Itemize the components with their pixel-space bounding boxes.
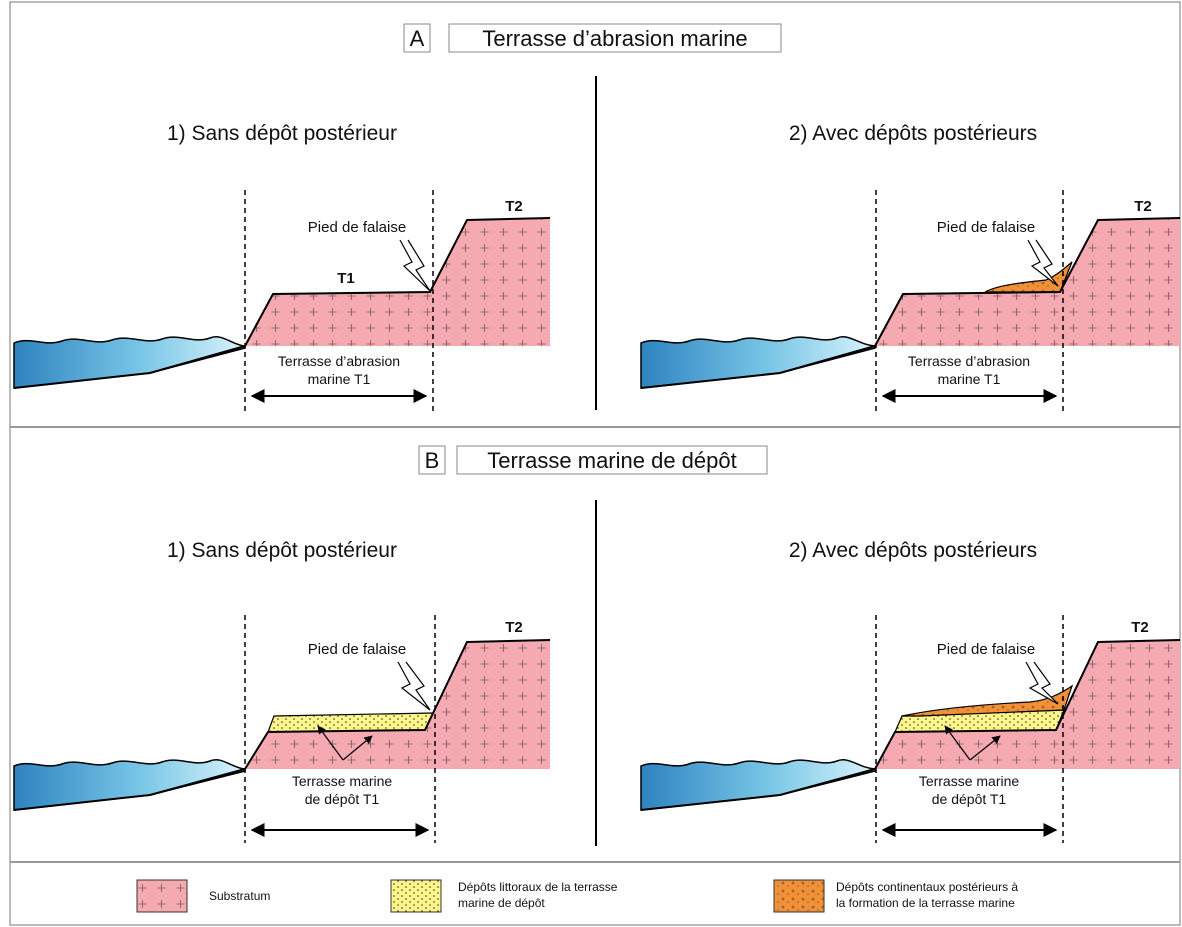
t2-label: T2 (505, 198, 523, 215)
t2-label: T2 (505, 619, 523, 636)
panel-b-right-subtitle: 2) Avec dépôts postérieurs (789, 539, 1037, 562)
legend-label-continental-line2: la formation de la terrasse marine (836, 896, 1015, 910)
outer-frame (9, 1, 1181, 926)
legend-label-substratum: Substratum (209, 889, 270, 903)
section-b-header: B Terrasse marine de dépôt (418, 445, 768, 475)
section-b-title: Terrasse marine de dépôt (487, 448, 736, 473)
t2-label: T2 (1134, 198, 1152, 215)
section-a-title: Terrasse d’abrasion marine (482, 26, 747, 51)
terrace-label-line1: Terrasse d’abrasion (278, 353, 400, 369)
cliff-foot-pointer (399, 239, 431, 292)
deposit-pointer-left (317, 725, 344, 761)
panel-a-left: 1) Sans dépôt postérieur Terrasse d’abra… (13, 122, 551, 412)
section-a-letter-box (403, 23, 431, 53)
terrain-profile (244, 217, 551, 347)
panel-a-right-subtitle: 2) Avec dépôts postérieurs (789, 122, 1037, 145)
legend: Substratum Dépôts littoraux de la terras… (136, 879, 1018, 913)
panel-b-right: 2) Avec dépôts postérieurs Terrasse mari… (640, 539, 1181, 843)
t1-label: T1 (337, 270, 355, 287)
continental-deposit (984, 261, 1073, 293)
terrace-label-line2: marine T1 (308, 371, 371, 387)
deposit-pointer-right (342, 735, 373, 761)
terrain-profile (874, 217, 1181, 347)
terrace-label-line1: Terrasse d’abrasion (908, 353, 1030, 369)
terrace-label-line1: Terrasse marine (919, 773, 1020, 789)
seabed-line (13, 345, 246, 389)
section-a-title-box (448, 23, 782, 53)
deposit-pointer-left (944, 725, 971, 761)
littoral-deposit (267, 712, 434, 733)
section-a-header: A Terrasse d’abrasion marine (403, 23, 782, 53)
legend-swatch-substratum (136, 879, 188, 913)
panel-b-left-subtitle: 1) Sans dépôt postérieur (167, 539, 397, 562)
cliff-foot-label: Pied de falaise (937, 219, 1035, 236)
seabed-line (640, 345, 876, 389)
legend-label-littoral-line2: marine de dépôt (458, 896, 545, 910)
terrace-label-line2: marine T1 (938, 371, 1001, 387)
sea-water (13, 759, 246, 811)
substratum-block (875, 218, 1180, 346)
section-b-title-box (456, 445, 768, 475)
cliff-foot-pointer (397, 661, 431, 711)
substratum-block (245, 640, 550, 769)
cliff-foot-label: Pied de falaise (937, 641, 1035, 658)
section-b-letter-box (418, 445, 446, 475)
legend-label-littoral-line1: Dépôts littoraux de la terrasse (458, 880, 618, 894)
cliff-foot-pointer (1025, 661, 1059, 705)
cliff-foot-label: Pied de falaise (308, 641, 406, 658)
panel-a-right: 2) Avec dépôts postérieurs Terrasse d’ab… (640, 122, 1181, 412)
deposit-pointer-right (969, 735, 1001, 761)
sea-water (13, 336, 246, 389)
sea-water (640, 759, 876, 811)
continental-deposit (901, 684, 1074, 717)
seabed-line (13, 768, 246, 811)
section-a-letter: A (410, 26, 425, 51)
legend-swatch-continental (773, 879, 825, 913)
terrace-label-line2: de dépôt T1 (305, 791, 380, 807)
section-b-letter: B (425, 448, 440, 473)
seabed-line (640, 768, 876, 811)
t2-label: T2 (1131, 619, 1149, 636)
terrain-profile (874, 639, 1181, 770)
sea-water (640, 336, 876, 389)
cliff-foot-pointer (1027, 239, 1059, 287)
substratum-block (245, 218, 550, 346)
substratum-block (875, 640, 1180, 769)
terrace-label-line2: de dépôt T1 (932, 791, 1007, 807)
legend-swatch-littoral (390, 879, 442, 913)
terrain-profile (244, 639, 551, 770)
panel-b-left: 1) Sans dépôt postérieur Terrasse marine… (13, 539, 551, 843)
legend-label-continental-line1: Dépôts continentaux postérieurs à (836, 880, 1018, 894)
terrace-label-line1: Terrasse marine (292, 773, 393, 789)
panel-a-left-subtitle: 1) Sans dépôt postérieur (167, 122, 397, 145)
cliff-foot-label: Pied de falaise (308, 219, 406, 236)
